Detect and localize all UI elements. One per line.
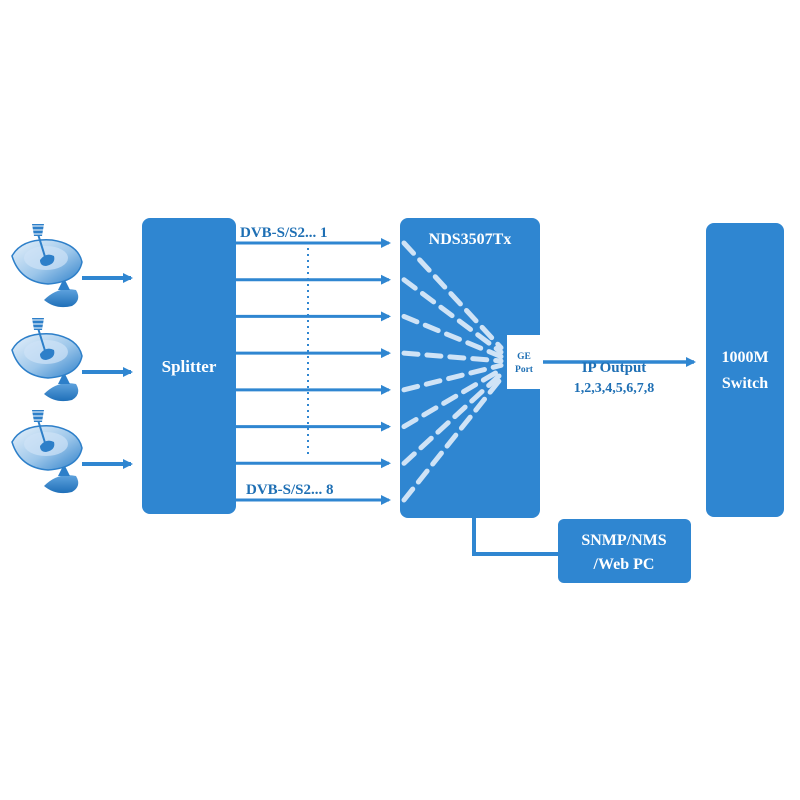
ge-port <box>507 335 543 389</box>
splitter-box <box>142 218 236 514</box>
satellite-dish-icon <box>11 410 83 494</box>
fan-dashed-line <box>401 362 504 393</box>
splitter-label: Splitter <box>162 357 217 376</box>
ge-port-line2: Port <box>515 365 534 375</box>
fan-dashed-line <box>401 240 504 351</box>
fan-dashed-line <box>401 376 504 503</box>
ip-output-label: IP Output <box>582 360 647 376</box>
management-label-line1: SNMP/NMS <box>581 532 666 549</box>
input-arrow-group <box>82 273 133 469</box>
device-label: NDS3507Tx <box>429 231 512 248</box>
channel-arrow-group <box>236 238 391 505</box>
switch-label-line2: Switch <box>722 375 768 392</box>
switch-label-line1: 1000M <box>721 349 768 366</box>
management-connector <box>472 518 560 556</box>
fan-dashed-line <box>401 313 504 360</box>
management-label-line2: /Web PC <box>593 556 655 573</box>
channel-first-label: DVB-S/S2... 1 <box>240 225 328 241</box>
fan-dashed-line <box>401 350 504 364</box>
ge-port-line1: GE <box>517 352 531 362</box>
ip-output-channels: 1,2,3,4,5,6,7,8 <box>574 381 655 396</box>
device-box <box>400 218 540 518</box>
management-box <box>558 519 691 583</box>
channel-last-label: DVB-S/S2... 8 <box>246 482 334 498</box>
internal-signal-fan <box>401 240 504 503</box>
fan-dashed-line <box>401 371 504 466</box>
satellite-dish-icon <box>11 224 83 308</box>
satellite-dish-icon <box>11 318 83 402</box>
fan-dashed-line <box>401 367 504 430</box>
fan-dashed-line <box>401 277 504 355</box>
satellite-dish-group <box>11 224 83 494</box>
switch-box <box>706 223 784 517</box>
